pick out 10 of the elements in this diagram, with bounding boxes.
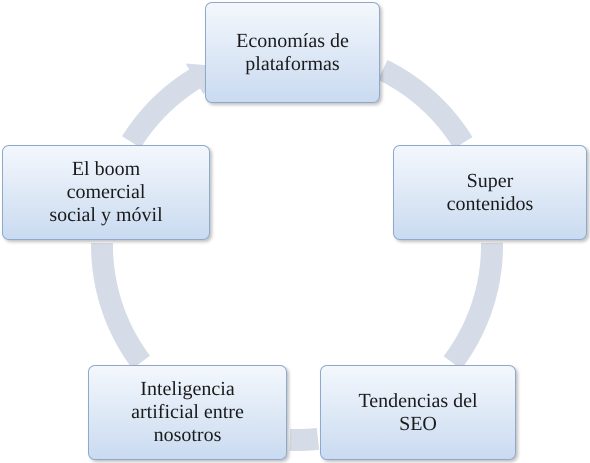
process-box [2, 145, 210, 240]
box-label: Economías de plataformas [235, 30, 350, 76]
box-label: Super contenidos [446, 170, 534, 216]
process-box [88, 365, 287, 460]
box-label: Tendencias del SEO [357, 390, 479, 436]
process-box [205, 2, 380, 103]
box-label: El boom comercial social y móvil [48, 158, 164, 227]
process-box [320, 365, 516, 460]
box-label: Inteligencia artificial entre nosotros [130, 378, 245, 447]
process-box [393, 145, 587, 240]
